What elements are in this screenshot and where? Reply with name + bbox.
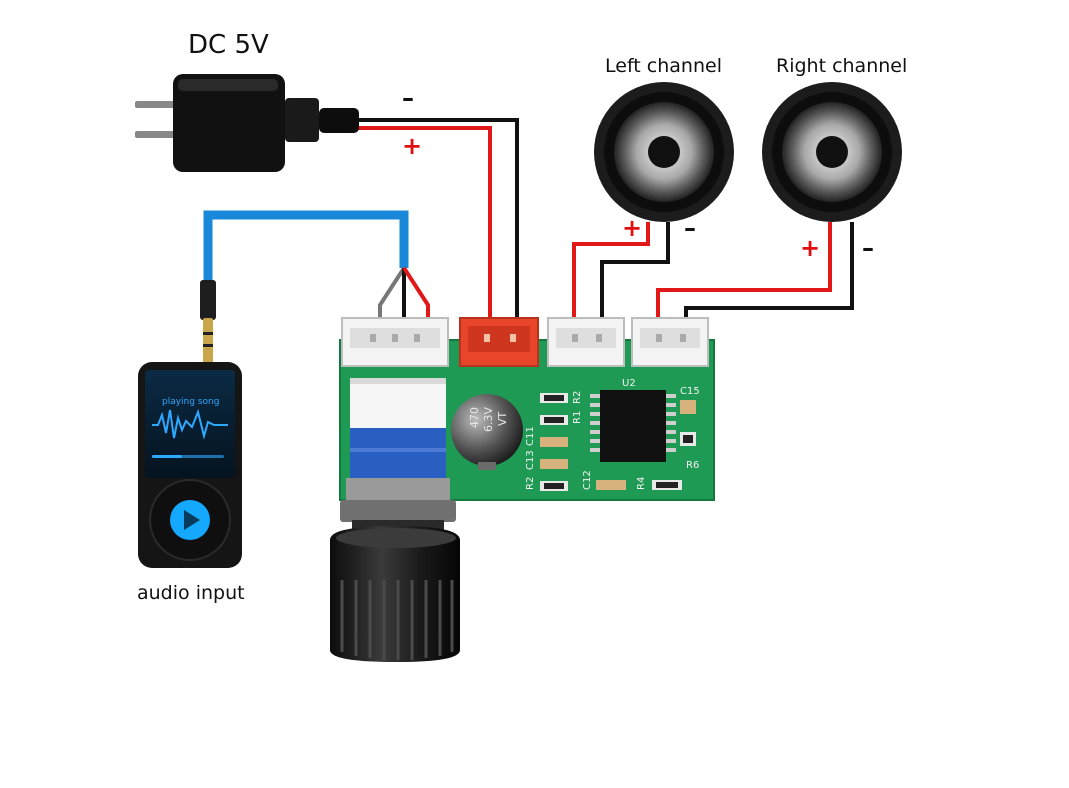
power-minus-sign: –: [402, 84, 414, 112]
right-black-wire: [684, 222, 854, 318]
amplifier-board: 470 6.3V VT U2 C15: [339, 317, 715, 522]
power-plus-sign: +: [402, 132, 423, 160]
power-adapter: [135, 74, 359, 172]
right-channel-label: Right channel: [776, 55, 908, 77]
silk-c12: C12: [582, 470, 593, 490]
right-speaker: [762, 82, 902, 222]
left-black-wire: [600, 222, 670, 318]
silk-r4: R4: [636, 477, 647, 490]
left-speaker-connector: [547, 317, 625, 367]
audio-red-wire: [402, 266, 430, 318]
silk-r6: R6: [686, 460, 699, 471]
silk-r2-top: R2: [572, 391, 583, 404]
phone-song-title: playing song: [162, 397, 219, 407]
silk-u2: U2: [622, 378, 636, 389]
silk-c11: C11: [525, 426, 536, 446]
amplifier-ic: [590, 390, 676, 462]
silk-c15: C15: [680, 386, 700, 397]
left-plus-sign: +: [622, 214, 643, 242]
right-plus-sign: +: [800, 234, 821, 262]
left-speaker: [594, 82, 734, 222]
power-red-wire: [358, 126, 492, 318]
silk-r1: R1: [572, 411, 583, 424]
smd-components: [540, 393, 696, 491]
right-minus-sign: –: [862, 234, 874, 262]
power-connector: [459, 317, 539, 367]
audio-input-label: audio input: [137, 582, 245, 604]
audio-plug: [200, 280, 216, 364]
left-red-wire: [572, 222, 650, 318]
capacitor: 470 6.3V VT: [451, 394, 523, 470]
audio-blue-cable: [203, 210, 409, 282]
capacitor-label-3: VT: [496, 411, 509, 426]
power-black-wire: [358, 118, 519, 318]
capacitor-label-2: 6.3V: [482, 407, 495, 432]
volume-knob: [330, 520, 460, 662]
left-minus-sign: –: [684, 214, 696, 242]
phone: playing song: [138, 362, 242, 568]
right-speaker-connector: [631, 317, 709, 367]
capacitor-label-1: 470: [468, 407, 481, 428]
audio-grey-wire: [378, 266, 406, 318]
silk-r2-bottom: R2: [525, 477, 536, 490]
pcb-silkscreen: U2 C15 R6 R2 R1 C11 C13 R2 C12 R4: [525, 378, 700, 490]
right-red-wire: [656, 222, 832, 318]
power-label: DC 5V: [188, 30, 269, 60]
left-channel-label: Left channel: [605, 55, 722, 77]
audio-input-connector: [341, 317, 449, 367]
silk-c13: C13: [525, 450, 536, 470]
potentiometer: [340, 378, 456, 522]
